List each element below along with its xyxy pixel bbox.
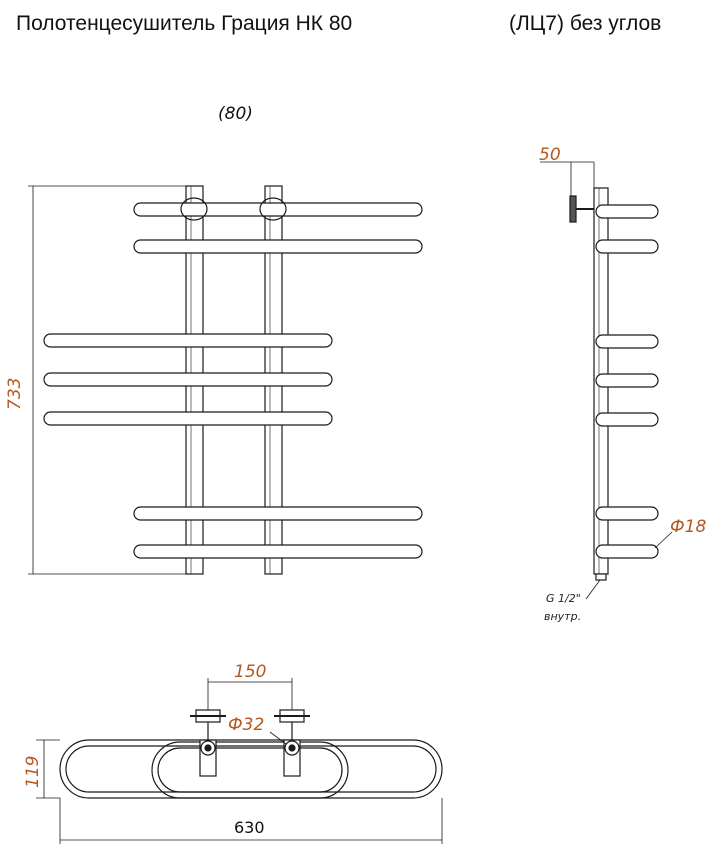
drawing-title: Полотенцесушитель Грация НК 80 (ЛЦ7) без … xyxy=(16,12,705,36)
top-view xyxy=(36,678,443,844)
title-suffix: (ЛЦ7) без углов xyxy=(509,12,662,35)
height-dimension: 733 xyxy=(5,378,25,410)
bar-5 xyxy=(43,411,333,426)
thread-note-line1: G 1/2" xyxy=(546,592,581,605)
side-view xyxy=(540,161,673,600)
title-main: Полотенцесушитель Грация НК 80 xyxy=(16,12,353,35)
pipe-diameter-dimension: Ф32 xyxy=(228,715,264,735)
width-dimension: 630 xyxy=(234,818,265,837)
side-depth-dimension: 50 xyxy=(539,145,561,165)
top-depth-dimension: 119 xyxy=(23,756,43,788)
bar-2 xyxy=(133,239,423,254)
bar-7 xyxy=(133,544,423,559)
model-reference: (80) xyxy=(218,104,253,124)
thread-note-line2: внутр. xyxy=(544,610,581,623)
bar-4 xyxy=(43,372,333,387)
bar-6 xyxy=(133,506,423,521)
tube-diameter-dimension: Ф18 xyxy=(670,517,706,537)
center-distance-dimension: 150 xyxy=(234,662,266,682)
bar-3 xyxy=(43,333,333,348)
bar-1 xyxy=(133,202,423,217)
front-view xyxy=(28,185,423,575)
